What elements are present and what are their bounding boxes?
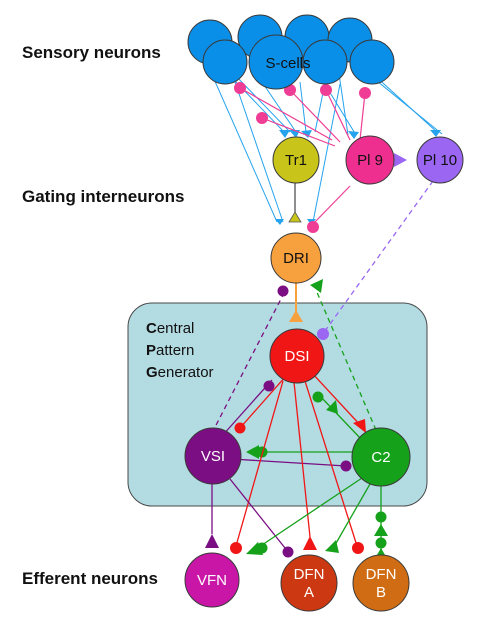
- dsi-label: DSI: [284, 348, 309, 365]
- vsi-to-c2-line: [231, 458, 347, 467]
- dsi-node: [269, 328, 325, 384]
- cpg-initial-c: C: [146, 320, 157, 337]
- c2-to-vsi-arrow: [246, 445, 259, 459]
- dsi-to-vfn-dot: [230, 542, 242, 554]
- vfn-node: [184, 552, 240, 608]
- pl9-to-pl10-arrow: [394, 153, 407, 167]
- vsi-label: VSI: [201, 448, 225, 465]
- row-label-gating: Gating interneurons: [22, 187, 184, 206]
- dsi-vsi-line-red: [239, 375, 287, 429]
- c2-to-dri-arrow: [310, 279, 323, 293]
- pl10-to-dsi-line: [324, 180, 434, 332]
- c2-to-vsi-dot: [256, 446, 268, 458]
- dfn-b-label-line1: DFN: [366, 566, 397, 583]
- dsi-to-dfnb-dot: [352, 542, 364, 554]
- row-label-efferent: Efferent neurons: [22, 569, 158, 588]
- c2-to-vfn-dot: [256, 542, 268, 554]
- vsi-to-dri-dot: [277, 285, 289, 297]
- c2-to-dri-dashed: [315, 289, 377, 431]
- pl9-label: Pl 9: [357, 152, 383, 169]
- vsi-to-c2-dot: [340, 460, 352, 472]
- vsi-to-vfn-arrow: [205, 534, 219, 548]
- dfn-a-label-line1: DFN: [294, 566, 325, 583]
- dfn-b-node: [352, 554, 410, 612]
- dsi-vsi-line-purple: [221, 379, 273, 437]
- cpg-label-line-1: Central: [146, 320, 194, 337]
- dfn-a-node: [280, 554, 338, 612]
- pl10-to-dsi-dot: [317, 328, 329, 340]
- cpg-initial-g: G: [146, 364, 158, 381]
- tr1-node: [272, 136, 320, 184]
- dri-to-dsi-arrow: [289, 310, 303, 322]
- dsi-to-vsi-dot: [234, 422, 246, 434]
- pl10-label: Pl 10: [423, 152, 457, 169]
- s-cells-label: S-cells: [265, 55, 310, 72]
- vsi-to-dfna-dot: [282, 546, 294, 558]
- cpg-rest-c: entral: [157, 320, 195, 337]
- dsi-to-c2-line: [311, 372, 363, 428]
- row-label-sensory: Sensory neurons: [22, 43, 161, 62]
- cpg-rest-p: attern: [156, 342, 194, 359]
- c2-node: [351, 427, 411, 487]
- c2-to-dsi-dot: [312, 391, 324, 403]
- dsi-to-c2-arrow: [353, 419, 366, 433]
- dfn-a-label-line2: A: [304, 584, 314, 601]
- dri-label: DRI: [283, 250, 309, 267]
- c2-to-vfn-line: [261, 477, 363, 546]
- dsi-efferent-lines: [235, 380, 358, 547]
- dfn-b-label-line2: B: [376, 584, 386, 601]
- c2-to-dfna-arrow: [325, 540, 339, 553]
- tr1-label: Tr1: [285, 152, 307, 169]
- tr1-to-dri-arrow: [288, 211, 302, 223]
- dri-node: [270, 232, 322, 284]
- vsi-to-dsi-dot: [263, 380, 275, 392]
- pl10-node: [416, 136, 464, 184]
- c2-to-dfnb-arrow-1: [374, 524, 388, 536]
- c2-to-dsi-line: [319, 395, 363, 441]
- c2-label: C2: [371, 449, 390, 466]
- c2-to-dfna-line: [334, 483, 371, 546]
- dsi-to-dfna-arrow: [303, 536, 317, 550]
- cpg-label-line-3: Generator: [146, 364, 214, 381]
- vfn-label: VFN: [197, 572, 227, 589]
- pl9-node: [345, 135, 395, 185]
- vsi-to-dri-dashed: [211, 294, 284, 434]
- cpg-label-line-2: Pattern: [146, 342, 194, 359]
- cpg-rest-g: enerator: [158, 364, 214, 381]
- cpg-initial-p: P: [146, 342, 156, 359]
- c2-to-dfnb-dot-1: [375, 511, 387, 523]
- s-cells-cluster: [187, 14, 395, 90]
- c2-to-dsi-arrow: [326, 400, 338, 414]
- c2-to-dfnb-dot-2: [375, 537, 387, 549]
- pl9-inhibitory-lines: [239, 87, 366, 225]
- vsi-node: [184, 427, 242, 485]
